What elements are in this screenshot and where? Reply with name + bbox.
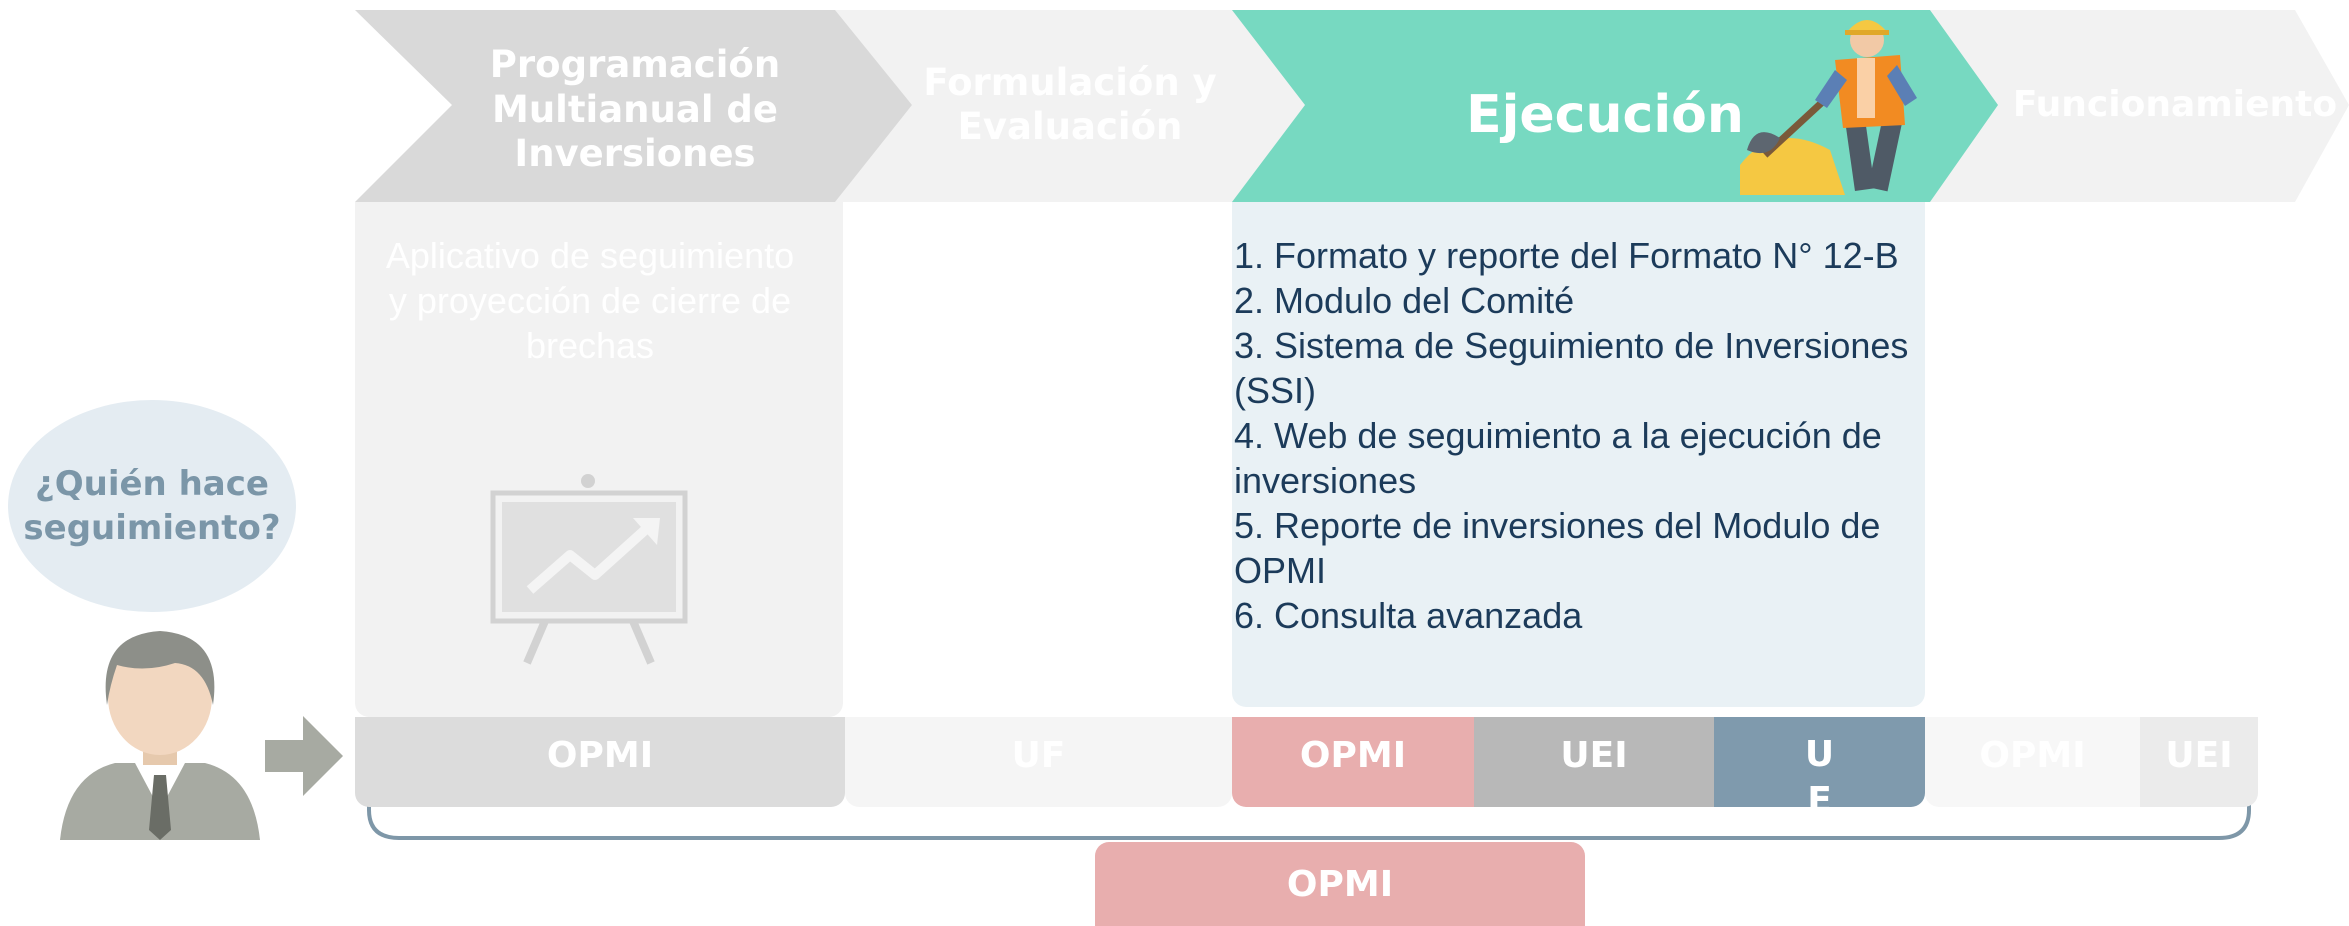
- presentation-chart-icon: [490, 474, 688, 665]
- cell-opmi-pmi: OPMI: [355, 717, 845, 807]
- execution-item: 4. Web de seguimiento a la ejecución de …: [1234, 415, 1882, 501]
- cell-opmi-ejecucion: OPMI: [1232, 717, 1474, 807]
- chevron-programacion: [355, 10, 912, 202]
- execution-tools-list: 1. Formato y reporte del Formato N° 12-B…: [1234, 233, 1924, 638]
- stage-label-ejecucion: Ejecución: [1466, 84, 1744, 145]
- execution-item: 2. Modulo del Comité: [1234, 280, 1575, 321]
- stage-label-programacion: Programación Multianual de Inversiones: [489, 43, 781, 176]
- cell-uf-formulacion: UF: [845, 717, 1232, 807]
- stage-label-funcionamiento: Funcionamiento: [2012, 84, 2338, 126]
- chevron-funcionamiento: [1930, 10, 2349, 202]
- businessman-avatar-icon: [60, 631, 260, 840]
- execution-item: 5. Reporte de inversiones del Modulo de …: [1234, 505, 1881, 591]
- cell-ue-ejecucion: UE: [1714, 717, 1925, 807]
- bracket-line: [367, 780, 2251, 840]
- execution-item: 6. Consulta avanzada: [1234, 595, 1583, 636]
- chevron-formulacion: [832, 10, 1305, 202]
- execution-item: 1. Formato y reporte del Formato N° 12-B: [1234, 235, 1899, 276]
- cell-uei-funcionamiento: UEI: [2140, 717, 2258, 807]
- bottom-opmi-box: OPMI: [1095, 842, 1585, 926]
- execution-item: 3. Sistema de Seguimiento de Inversiones…: [1234, 325, 1909, 411]
- right-arrow-icon: [265, 716, 343, 796]
- aplicativo-text: Aplicativo de seguimiento y proyección d…: [385, 235, 795, 366]
- pmi-panel: [355, 202, 843, 717]
- cell-opmi-funcionamiento: OPMI: [1925, 717, 2140, 807]
- execution-panel: [1232, 202, 1925, 707]
- question-bubble: ¿Quién hace seguimiento?: [8, 400, 296, 612]
- stage-label-formulacion: Formulación y Evaluación: [923, 60, 1217, 148]
- cell-uei-ejecucion: UEI: [1474, 717, 1714, 807]
- construction-worker-icon: [1740, 20, 1917, 195]
